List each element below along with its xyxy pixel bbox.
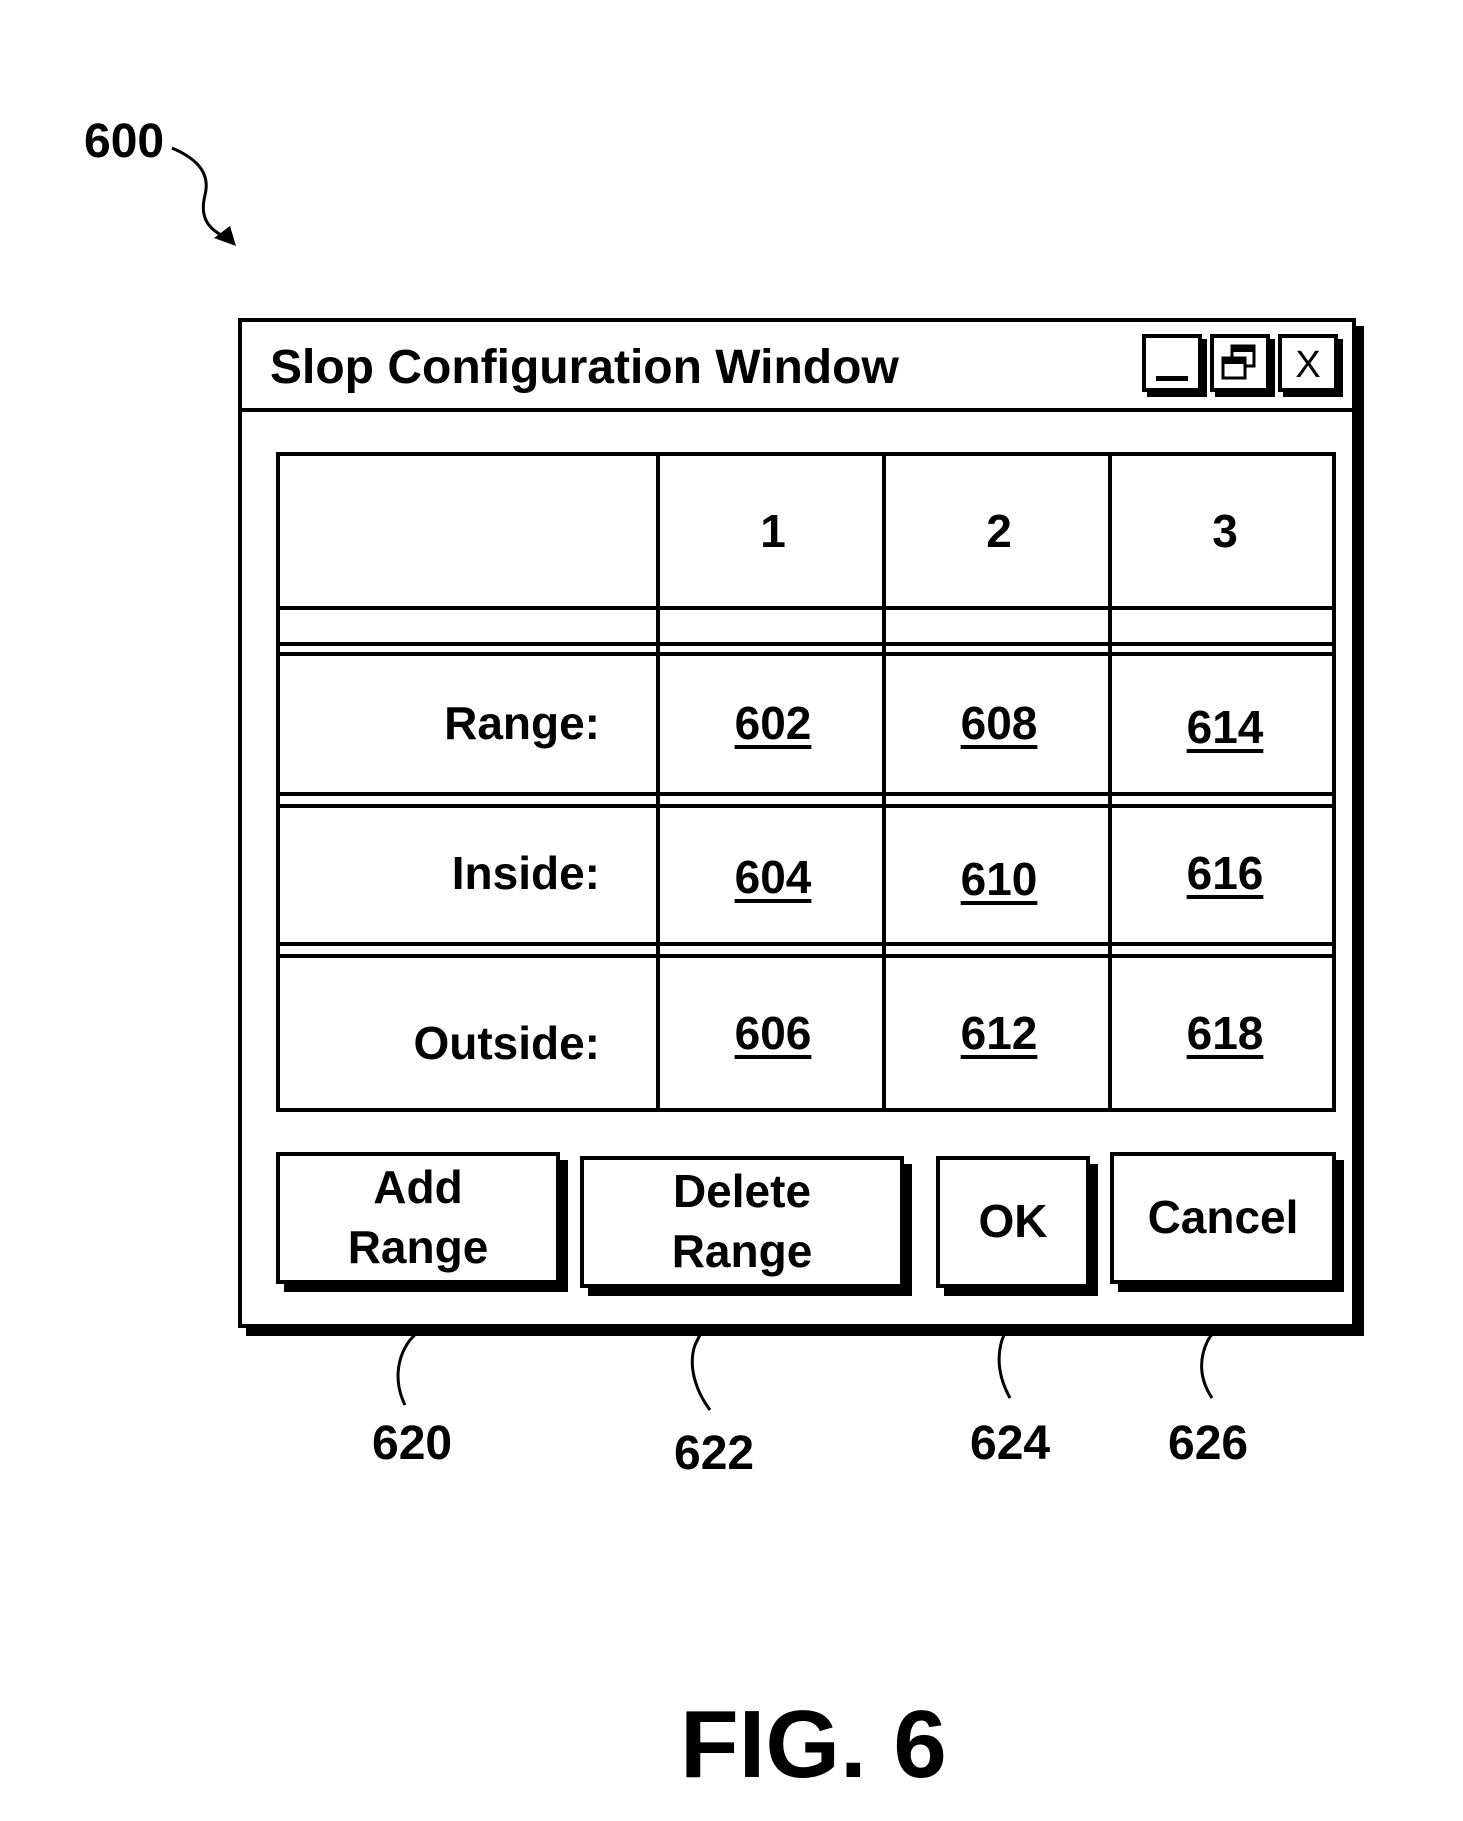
slop-configuration-window: Slop Configuration Window X 1 [238, 318, 1356, 1328]
close-icon: X [1282, 344, 1334, 387]
outside-cell-2[interactable]: 612 [886, 1006, 1112, 1060]
minimize-button[interactable] [1142, 334, 1202, 392]
row-divider [280, 942, 1332, 946]
restore-button[interactable] [1210, 334, 1270, 392]
reference-622: 622 [674, 1430, 754, 1478]
column-header: 2 [886, 504, 1112, 558]
row-divider [280, 606, 1332, 610]
figure-caption: FIG. 6 [680, 1690, 947, 1800]
row-divider [280, 652, 1332, 656]
reference-626: 626 [1168, 1420, 1248, 1468]
restore-icon [1214, 338, 1266, 388]
reference-620: 620 [372, 1420, 452, 1468]
row-label-outside: Outside: [280, 1016, 600, 1070]
inside-cell-2[interactable]: 610 [886, 852, 1112, 906]
row-divider [280, 642, 1332, 646]
row-label-inside: Inside: [280, 846, 600, 900]
range-cell-1[interactable]: 602 [660, 696, 886, 750]
inside-cell-3[interactable]: 616 [1112, 846, 1338, 900]
row-divider [280, 804, 1332, 808]
close-button[interactable]: X [1278, 334, 1338, 392]
row-divider [280, 954, 1332, 958]
minimize-icon [1156, 376, 1188, 381]
reference-624: 624 [970, 1420, 1050, 1468]
window-title: Slop Configuration Window [270, 340, 899, 395]
slop-table: 1 2 3 Range: 602 608 614 Inside: 604 610… [276, 452, 1336, 1112]
outside-cell-1[interactable]: 606 [660, 1006, 886, 1060]
row-label-range: Range: [280, 696, 600, 750]
row-divider [280, 792, 1332, 796]
range-cell-3[interactable]: 614 [1112, 700, 1338, 754]
cancel-button[interactable]: Cancel [1110, 1152, 1336, 1284]
column-header: 1 [660, 504, 886, 558]
outside-cell-3[interactable]: 618 [1112, 1006, 1338, 1060]
title-bar: Slop Configuration Window X [242, 322, 1352, 412]
range-cell-2[interactable]: 608 [886, 696, 1112, 750]
add-range-button[interactable]: AddRange [276, 1152, 560, 1284]
inside-cell-1[interactable]: 604 [660, 850, 886, 904]
figure-reference-600: 600 [84, 118, 164, 166]
ok-button[interactable]: OK [936, 1156, 1090, 1288]
delete-range-button[interactable]: DeleteRange [580, 1156, 904, 1288]
column-header: 3 [1112, 504, 1338, 558]
